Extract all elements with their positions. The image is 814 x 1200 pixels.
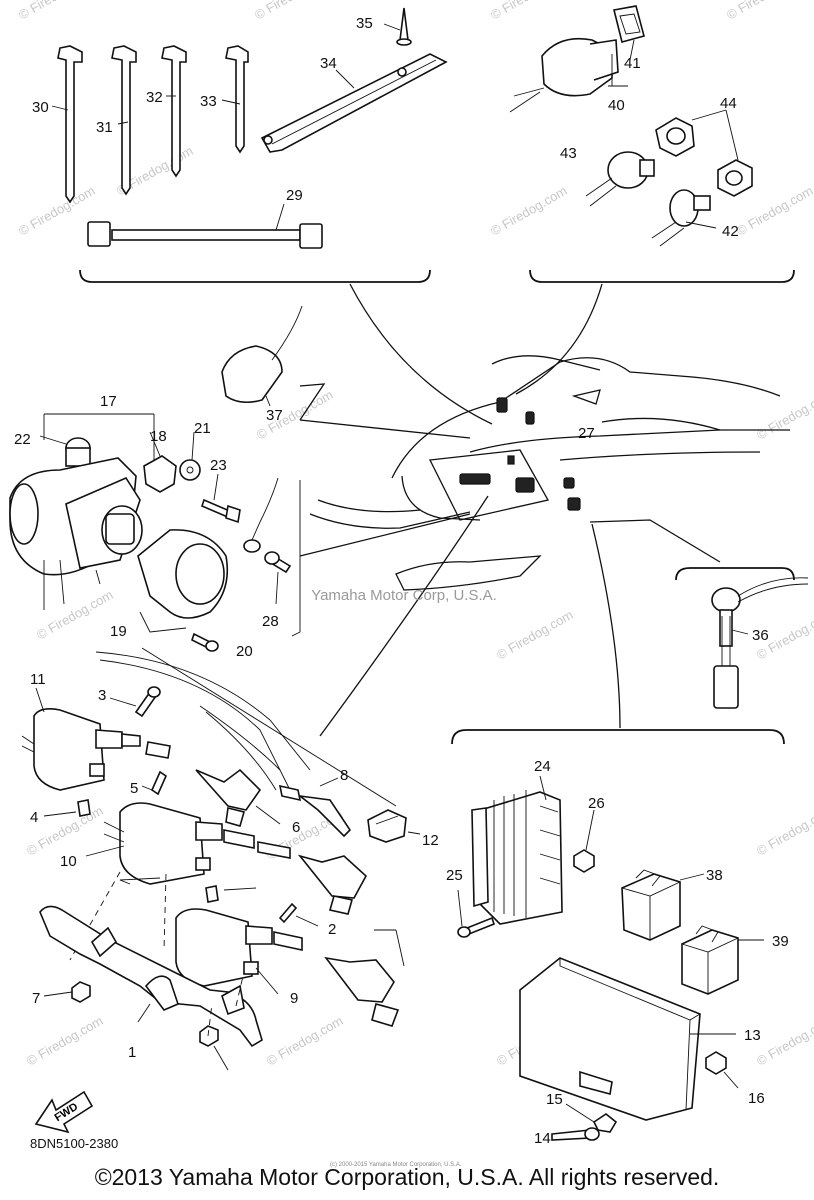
forward-arrow-icon: FWD	[34, 1090, 94, 1134]
ground-lead	[243, 477, 301, 637]
cdi-unit	[519, 957, 739, 1141]
callout-16: 16	[748, 1090, 765, 1107]
callout-4: 4	[30, 809, 38, 826]
callout-36: 36	[752, 627, 769, 644]
callout-34: 34	[320, 55, 337, 72]
callout-22: 22	[14, 431, 31, 448]
watermark-text: © Firedog.com	[754, 803, 814, 859]
callout-12: 12	[422, 832, 439, 849]
callout-17: 17	[100, 393, 117, 410]
callout-28: 28	[262, 613, 279, 630]
relays	[621, 869, 764, 995]
callout-29: 29	[286, 187, 303, 204]
watermark-text: © Firedog.com	[264, 1013, 346, 1069]
sensor-unit	[675, 567, 809, 709]
callout-43: 43	[560, 145, 577, 162]
callout-1: 1	[128, 1044, 136, 1061]
callout-39: 39	[772, 933, 789, 950]
callout-33: 33	[200, 93, 217, 110]
diagram-code: 8DN5100-2380	[30, 1136, 119, 1151]
callout-23: 23	[210, 457, 227, 474]
callout-40: 40	[608, 97, 625, 114]
callout-7: 7	[32, 990, 40, 1007]
callout-31: 31	[96, 119, 113, 136]
callout-44: 44	[720, 95, 737, 112]
callout-11: 11	[30, 671, 46, 688]
condenser	[221, 305, 326, 421]
callout-18: 18	[150, 428, 167, 445]
vehicle-outline	[309, 355, 790, 591]
callout-35: 35	[356, 15, 373, 32]
group-bracket-bottom	[451, 729, 785, 745]
watermark-text: © Firedog.com	[754, 387, 814, 443]
callout-6: 6	[292, 819, 300, 836]
watermark-text: © Firedog.com	[724, 0, 806, 23]
callout-9: 9	[290, 990, 298, 1007]
starter-motor-assembly	[9, 413, 241, 652]
watermark-text: © Firedog.com	[24, 1013, 106, 1069]
watermark-text: © Firedog.com	[754, 1013, 814, 1069]
watermark-text: © Firedog.com	[488, 183, 570, 239]
callout-8: 8	[340, 767, 348, 784]
callout-21: 21	[194, 420, 211, 437]
callout-32: 32	[146, 89, 163, 106]
callout-5: 5	[130, 780, 138, 797]
callout-15: 15	[546, 1091, 563, 1108]
watermark-text: © Firedog.com	[16, 183, 98, 239]
callout-26: 26	[588, 795, 605, 812]
watermark-text: © Firedog.com	[16, 0, 98, 23]
callout-37: 37	[266, 407, 283, 424]
callout-10: 10	[60, 853, 77, 870]
watermark-text: © Firedog.com	[34, 587, 116, 643]
group-bracket-left	[79, 269, 431, 283]
callout-30: 30	[32, 99, 49, 116]
callout-19: 19	[110, 623, 127, 640]
callout-38: 38	[706, 867, 723, 884]
fine-print: (c) 2000-2015 Yamaha Motor Corporation, …	[330, 1162, 462, 1168]
callout-41: 41	[624, 55, 641, 72]
callout-3: 3	[98, 687, 106, 704]
wire-band	[87, 203, 323, 249]
callout-20: 20	[236, 643, 253, 660]
watermark-text: © Firedog.com	[252, 0, 334, 23]
callout-14: 14	[534, 1130, 551, 1147]
callout-2: 2	[328, 921, 336, 938]
protector-bracket	[260, 7, 448, 153]
callout-25: 25	[446, 867, 463, 884]
switch-set	[509, 5, 753, 247]
callout-42: 42	[722, 223, 739, 240]
clamp-set	[51, 45, 249, 204]
watermark-text: © Firedog.com	[488, 0, 570, 23]
copyright-notice: ©2013 Yamaha Motor Corporation, U.S.A. A…	[94, 1164, 720, 1190]
manufacturer-credit: Yamaha Motor Corp, U.S.A.	[311, 587, 497, 604]
watermark-text: © Firedog.com	[494, 607, 576, 663]
ignition-coils	[21, 647, 421, 1071]
rectifier-regulator	[457, 775, 595, 938]
leader-lines	[299, 283, 721, 737]
watermark-text: © Firedog.com	[734, 183, 814, 239]
callout-27: 27	[578, 425, 595, 442]
group-bracket-right	[529, 269, 795, 283]
callout-24: 24	[534, 758, 551, 775]
callout-13: 13	[744, 1027, 761, 1044]
